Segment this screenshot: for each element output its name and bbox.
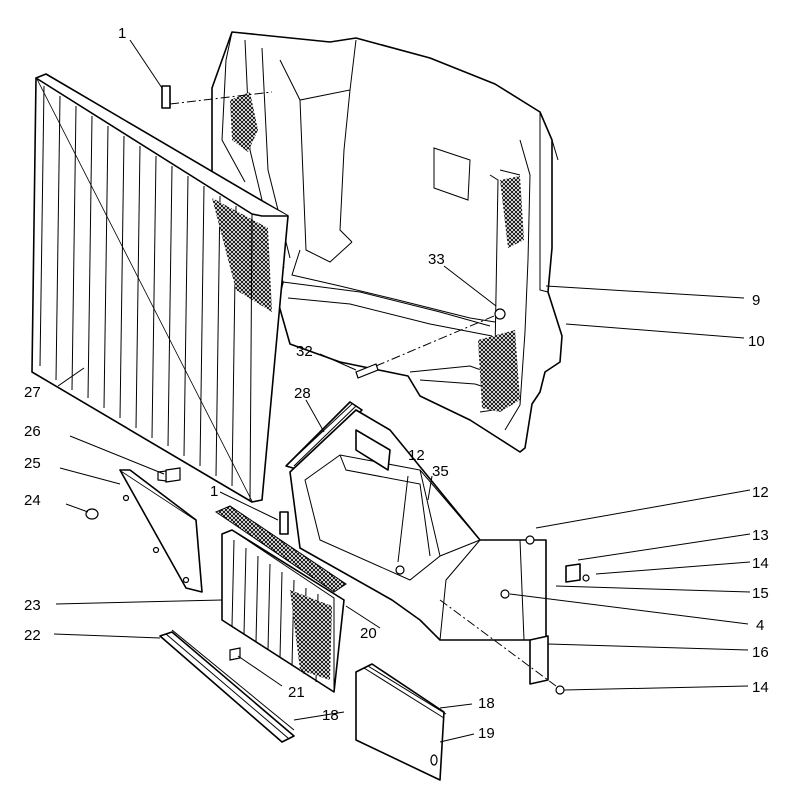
bracket-part-22 bbox=[159, 629, 295, 743]
callout-1-lower: 1 bbox=[210, 483, 218, 500]
callout-33: 33 bbox=[428, 251, 445, 268]
callout-16: 16 bbox=[752, 644, 769, 661]
callout-19: 19 bbox=[478, 725, 495, 742]
bolt-part-21 bbox=[229, 647, 241, 661]
callout-4: 4 bbox=[756, 617, 764, 634]
hood-shroud bbox=[211, 31, 563, 453]
hardware-cluster bbox=[439, 535, 590, 695]
callout-14-lower: 14 bbox=[752, 679, 769, 696]
clip-part-1-lower bbox=[279, 511, 289, 535]
callout-18-right: 18 bbox=[478, 695, 495, 712]
callout-28: 28 bbox=[294, 385, 311, 402]
callout-10: 10 bbox=[748, 333, 765, 350]
small-screen-part-23 bbox=[221, 529, 345, 693]
callout-32: 32 bbox=[296, 343, 313, 360]
callout-14-upper: 14 bbox=[752, 555, 769, 572]
callout-27: 27 bbox=[24, 384, 41, 401]
callout-18-left: 18 bbox=[322, 707, 339, 724]
side-panel-part-19 bbox=[355, 663, 447, 781]
callout-13: 13 bbox=[752, 527, 769, 544]
nut-part-24 bbox=[85, 508, 99, 520]
callout-35: 35 bbox=[432, 463, 449, 480]
callout-9: 9 bbox=[752, 292, 760, 309]
front-screen bbox=[31, 73, 289, 503]
callout-12-right: 12 bbox=[752, 484, 769, 501]
callout-25: 25 bbox=[24, 455, 41, 472]
callout-26: 26 bbox=[24, 423, 41, 440]
callout-21: 21 bbox=[288, 684, 305, 701]
pin-part-32 bbox=[355, 315, 495, 379]
callout-24: 24 bbox=[24, 492, 41, 509]
clip-part-1-top bbox=[161, 85, 273, 109]
box-frame-part-35 bbox=[289, 409, 547, 641]
cover-plate-part-25 bbox=[119, 469, 203, 593]
callout-1-top: 1 bbox=[118, 25, 126, 42]
callout-15: 15 bbox=[752, 585, 769, 602]
foam-strip-part-20 bbox=[214, 505, 347, 593]
leader-lines bbox=[53, 39, 751, 743]
callout-labels: 1 33 9 10 32 27 28 26 12 35 25 12 1 24 1… bbox=[24, 25, 769, 742]
callout-12-center: 12 bbox=[408, 447, 425, 464]
callout-20: 20 bbox=[360, 625, 377, 642]
callout-23: 23 bbox=[24, 597, 41, 614]
bolt-part-26 bbox=[157, 467, 181, 483]
callout-22: 22 bbox=[24, 627, 41, 644]
